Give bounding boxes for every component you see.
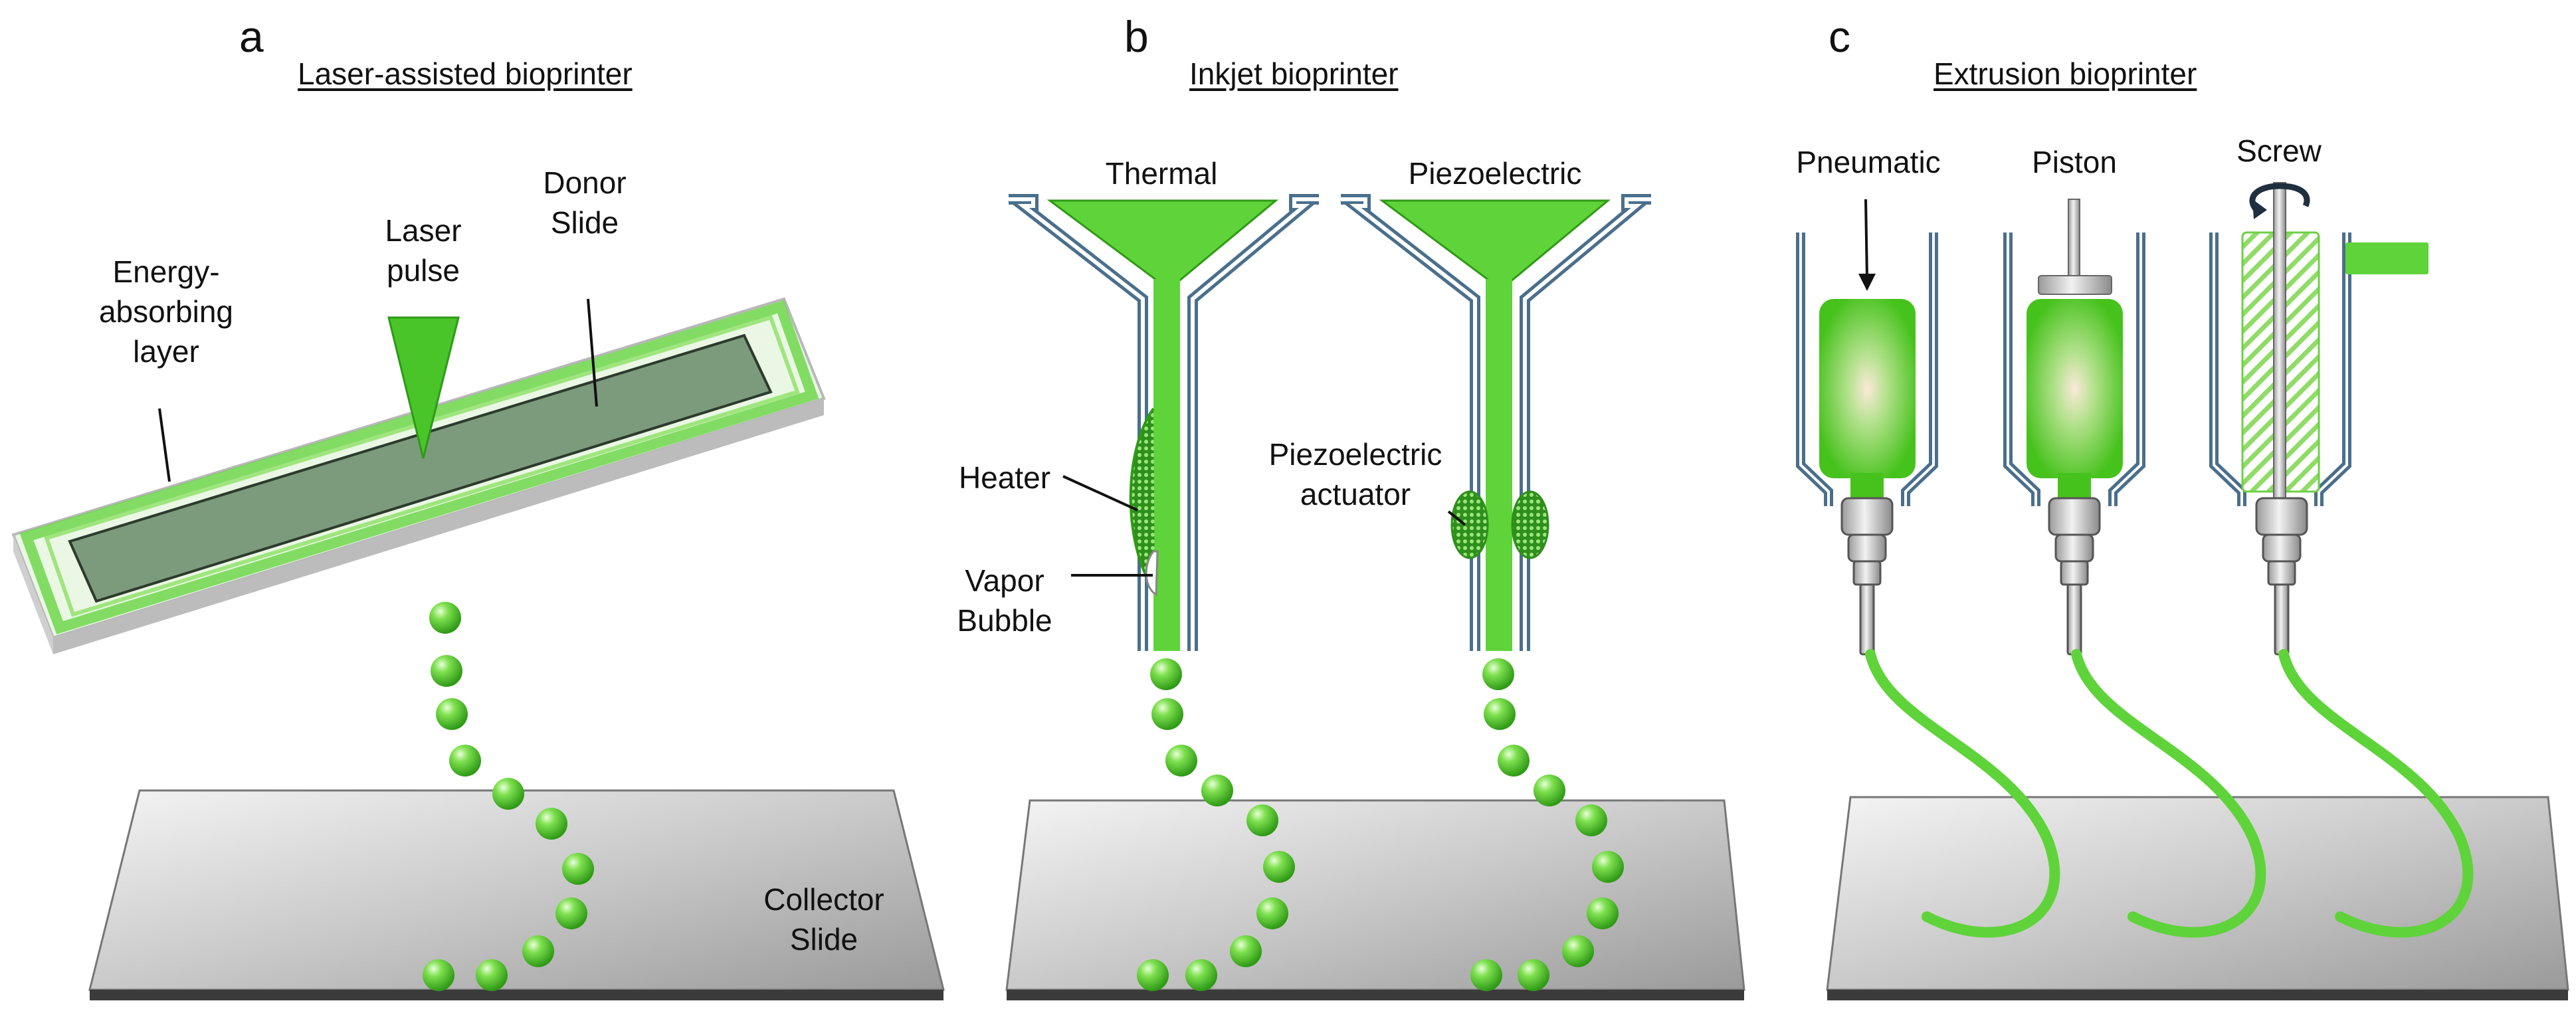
droplet-stream-a [423, 602, 594, 991]
bioink-droplet [1534, 775, 1565, 806]
pneumatic-extruder [1796, 199, 1938, 506]
label-piezoelectric: Piezoelectric [1408, 156, 1582, 191]
label-pneumatic: Pneumatic [1796, 145, 1941, 179]
bioink-droplet [1587, 897, 1619, 929]
label-screw: Screw [2236, 134, 2322, 168]
nozzle-fitting [1840, 497, 1894, 536]
nozzle-fitting [1852, 560, 1882, 586]
bioink-droplet [1482, 658, 1514, 690]
bioink-droplet [429, 602, 461, 634]
bioink-droplet [1150, 658, 1182, 690]
bioink-droplet [1470, 959, 1502, 991]
bioink-droplet [1484, 698, 1516, 730]
bioink-droplet [436, 698, 468, 730]
label-heater: Heater [958, 460, 1051, 495]
label-piston: Piston [2032, 145, 2117, 179]
bioink-droplet [1201, 775, 1233, 806]
bioink-droplet [1256, 897, 1288, 929]
bioink-droplet [1230, 935, 1262, 967]
collector-slide-b [1005, 799, 1745, 1000]
panel-title-inkjet: Inkjet bioprinter [1189, 56, 1399, 91]
bioink-droplet [431, 655, 462, 687]
piezo-nozzle [1339, 194, 1652, 651]
nozzle-fitting [2054, 533, 2094, 563]
bioink-droplet [562, 853, 594, 885]
collector-slide-c [1826, 796, 2569, 1000]
bioink-droplet [522, 935, 554, 967]
screw-extruder [2209, 182, 2428, 506]
bioink-droplet [1246, 804, 1278, 836]
panel-letter-a: a [239, 12, 264, 61]
nozzle-fitting [1847, 533, 1887, 563]
bioink-droplet [1185, 959, 1217, 991]
panel-title-extrusion: Extrusion bioprinter [1933, 56, 2197, 91]
bioink-droplet [449, 745, 481, 777]
bioink-droplet [1592, 851, 1624, 883]
nozzle-fitting [2274, 583, 2290, 656]
laser-pulse-cone [387, 316, 460, 459]
leader-lines-a [158, 298, 598, 482]
nozzle-fitting [2048, 497, 2101, 536]
collector-slide-a [88, 789, 945, 1000]
label-thermal: Thermal [1105, 156, 1218, 191]
bioink-droplet [1518, 959, 1549, 991]
panel-letter-c: c [1829, 12, 1850, 61]
bioink-droplet [536, 808, 567, 840]
extruder-fittings [1840, 497, 2308, 656]
piston-extruder [2003, 199, 2145, 506]
panel-title-laser: Laser-assisted bioprinter [298, 56, 633, 91]
bioink-droplet [1165, 745, 1197, 777]
nozzle-fitting [2267, 560, 2296, 586]
nozzle-fitting [2255, 497, 2308, 536]
bioink-droplet [555, 897, 587, 929]
nozzle-fitting [2262, 533, 2302, 563]
nozzle-fitting [2060, 560, 2089, 586]
panel-letter-b: b [1124, 12, 1149, 61]
nozzle-fitting [2066, 583, 2082, 656]
bioink-droplet [1575, 804, 1607, 836]
thermal-nozzle [1007, 194, 1320, 651]
bioink-droplet [476, 959, 508, 991]
bioink-droplet [1151, 698, 1183, 730]
bioink-droplet [1263, 851, 1295, 883]
bioink-droplet [1498, 745, 1530, 777]
nozzle-fitting [1859, 583, 1875, 656]
bioink-droplet [423, 959, 454, 991]
droplet-stream-b [1137, 658, 1624, 991]
extruded-filaments [1865, 649, 2474, 938]
bioink-droplet [1137, 959, 1169, 991]
bioink-droplet [492, 778, 524, 810]
bioink-droplet [1562, 935, 1594, 967]
